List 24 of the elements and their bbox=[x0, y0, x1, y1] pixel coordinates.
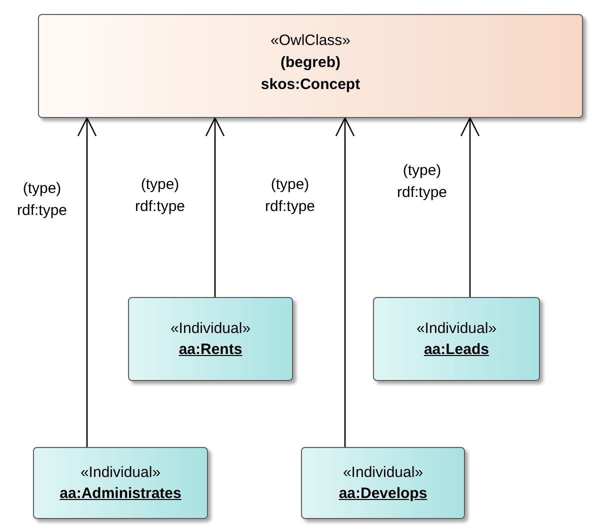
individual-name: aa:Rents bbox=[178, 340, 242, 358]
individual-name: aa:Leads bbox=[424, 340, 490, 358]
individual-name: aa:Administrates bbox=[60, 484, 182, 502]
arrow bbox=[77, 117, 97, 447]
individual-name: aa:Develops bbox=[338, 484, 428, 502]
edge-label: (type) rdf:type bbox=[134, 175, 186, 217]
individual-box bbox=[128, 297, 293, 381]
edge-label: (type) rdf:type bbox=[396, 161, 448, 203]
stereotype-label: «Individual» bbox=[416, 320, 497, 338]
edge-label: (type) rdf:type bbox=[16, 179, 68, 221]
stereotype-label: «Individual» bbox=[80, 464, 161, 482]
edge-label: (type) rdf:type bbox=[264, 175, 316, 217]
arrow bbox=[460, 117, 480, 297]
individual-box bbox=[33, 447, 208, 519]
stereotype-label: «Individual» bbox=[342, 464, 424, 482]
class-name: skos:Concept bbox=[260, 76, 360, 94]
stereotype-label: «Individual» bbox=[170, 320, 251, 338]
arrow bbox=[205, 117, 225, 297]
stereotype-label: «OwlClass» bbox=[270, 32, 351, 50]
arrow bbox=[335, 117, 355, 447]
individual-box bbox=[373, 297, 540, 381]
class-name: (begreb) bbox=[280, 54, 340, 72]
individual-box bbox=[301, 447, 465, 519]
class-box bbox=[38, 14, 583, 118]
